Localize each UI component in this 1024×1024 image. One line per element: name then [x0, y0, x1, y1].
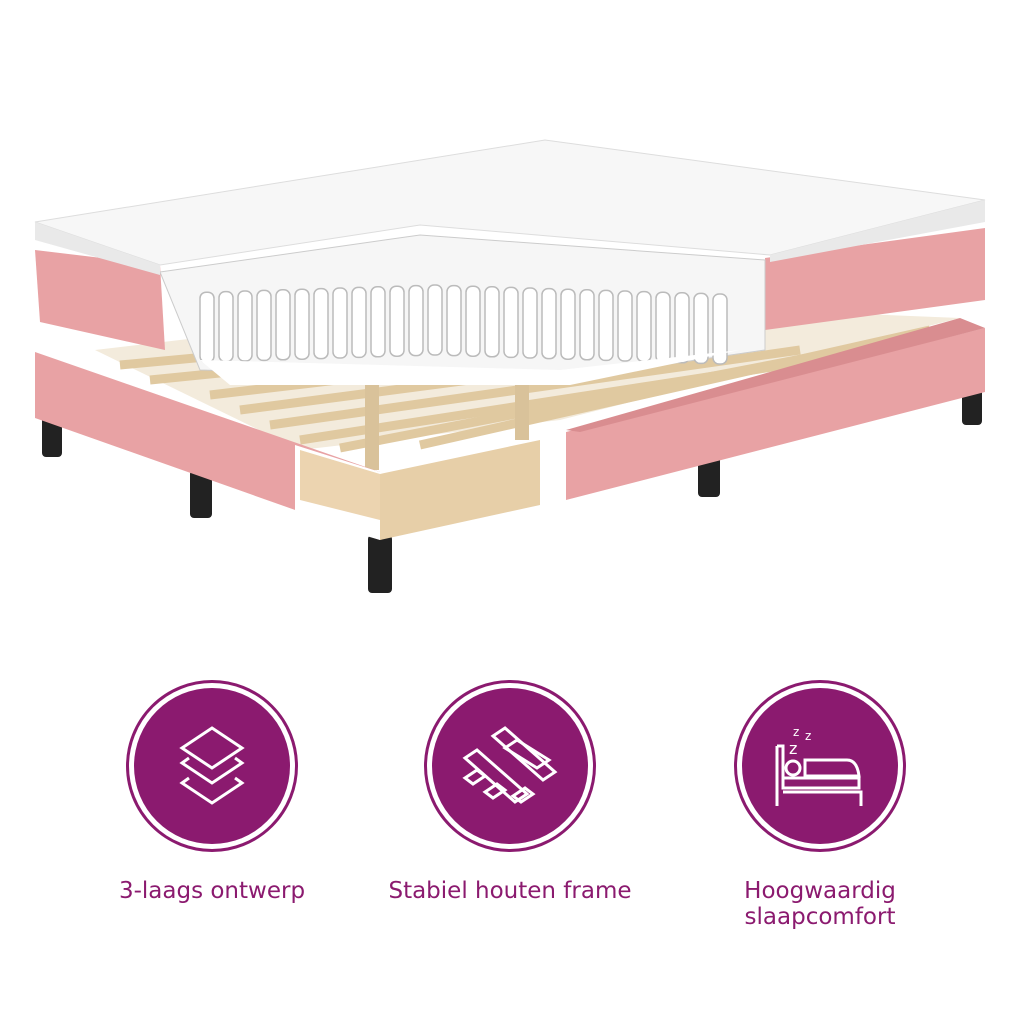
spring-coil — [465, 285, 481, 357]
feature-label: Hoogwaardig slaapcomfort — [744, 878, 896, 930]
boxspring-left — [35, 250, 165, 350]
spring-coil — [598, 289, 614, 362]
frame-left-side — [35, 352, 380, 540]
spring-coil — [579, 289, 595, 361]
spring-coil — [617, 290, 633, 362]
feature-badge — [424, 680, 596, 852]
wood-slats-icon — [462, 726, 558, 804]
frame-right-front — [566, 328, 985, 500]
layers-icon — [179, 726, 245, 805]
spring-coil — [503, 286, 519, 359]
spring-coil — [275, 289, 291, 361]
spring-coil — [712, 293, 728, 365]
frame-front-inner — [380, 440, 540, 540]
pocket-springs — [199, 284, 728, 365]
svg-text:z: z — [789, 739, 797, 758]
spring-coil — [541, 287, 557, 360]
feature-badge — [126, 680, 298, 852]
feature-badge: z z z — [734, 680, 906, 852]
topper-edge-right — [770, 200, 985, 262]
spring-coil — [256, 289, 272, 362]
frame-right-top — [566, 318, 985, 432]
spring-coil — [332, 287, 348, 359]
spring-coil — [237, 290, 253, 362]
svg-text:z: z — [793, 725, 799, 739]
spring-coil — [655, 291, 671, 363]
topper-edge — [35, 222, 160, 275]
spring-coil — [294, 288, 310, 360]
bed-illustration — [34, 139, 986, 593]
feature-label: Stabiel houten frame — [388, 878, 632, 904]
spring-coil — [446, 284, 462, 357]
feature-wood-frame: Stabiel houten frame — [360, 680, 660, 904]
feature-label: 3-laags ontwerp — [118, 878, 306, 904]
spring-coil — [674, 292, 690, 364]
spring-coil — [408, 284, 424, 357]
frame-cut-white — [540, 432, 566, 505]
spring-coil — [370, 286, 386, 358]
feature-3-layer: 3-laags ontwerp — [62, 680, 362, 904]
spring-coil — [636, 290, 652, 363]
spring-coil — [693, 292, 709, 365]
boxspring-right — [765, 228, 985, 330]
bed-legs — [42, 340, 982, 593]
spring-coil — [484, 286, 500, 358]
spring-coil — [427, 284, 443, 356]
spring-coil — [389, 285, 405, 357]
spring-coil — [199, 291, 215, 363]
svg-text:z: z — [805, 729, 811, 743]
feature-sleep-comfort: z z z Hoogwaardig slaapcomfort — [670, 680, 970, 930]
spring-coil — [313, 287, 329, 360]
spring-coil — [560, 288, 576, 360]
spring-coil — [351, 286, 367, 359]
sleeping-bed-icon: z z z — [775, 725, 863, 806]
frame-inner-panel — [300, 450, 380, 520]
spring-coil — [218, 290, 234, 363]
spring-coil — [522, 287, 538, 359]
core-bottom-white — [200, 350, 740, 385]
